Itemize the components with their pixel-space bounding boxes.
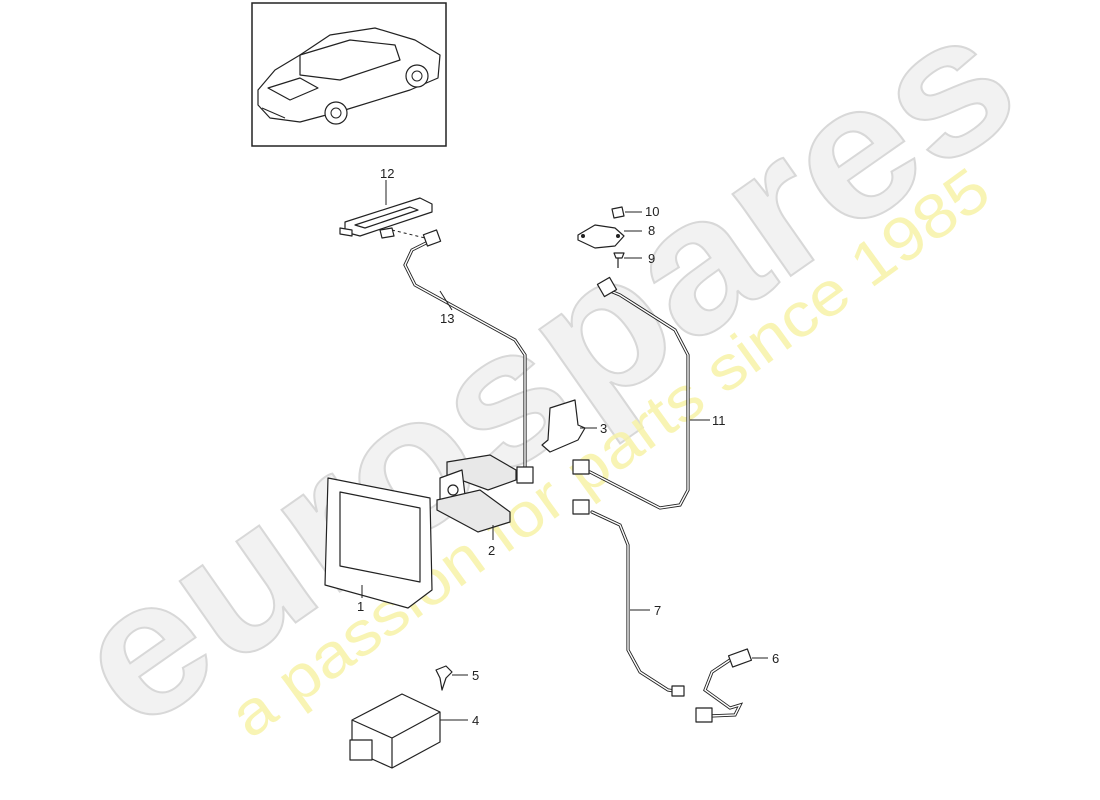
part-1-frame xyxy=(324,477,433,609)
part-10-cap xyxy=(611,206,625,219)
part-9-screw xyxy=(613,252,625,268)
callout-2: 2 xyxy=(488,543,495,558)
part-12-antenna-amplifier xyxy=(339,197,433,239)
part-4-control-unit xyxy=(349,693,441,769)
callout-7: 7 xyxy=(654,603,661,618)
callout-6: 6 xyxy=(772,651,779,666)
callout-13: 13 xyxy=(440,311,454,326)
car-thumbnail xyxy=(251,2,447,147)
callout-12: 12 xyxy=(380,166,394,181)
callout-9: 9 xyxy=(648,251,655,266)
part-7-cable xyxy=(572,499,685,697)
callout-1: 1 xyxy=(357,599,364,614)
callout-10: 10 xyxy=(645,204,659,219)
part-11-cable xyxy=(572,276,690,510)
part-8-antenna xyxy=(577,224,625,249)
part-6-cable xyxy=(695,648,753,723)
part-3-bracket xyxy=(541,399,586,453)
part-2-holder xyxy=(436,454,517,533)
part-5-screw xyxy=(435,665,453,691)
callout-8: 8 xyxy=(648,223,655,238)
watermark-brand: eurospares xyxy=(37,0,1051,769)
part-13-cable xyxy=(403,229,534,484)
callout-11: 11 xyxy=(712,413,726,428)
callout-3: 3 xyxy=(600,421,607,436)
callout-5: 5 xyxy=(472,668,479,683)
callout-4: 4 xyxy=(472,713,479,728)
